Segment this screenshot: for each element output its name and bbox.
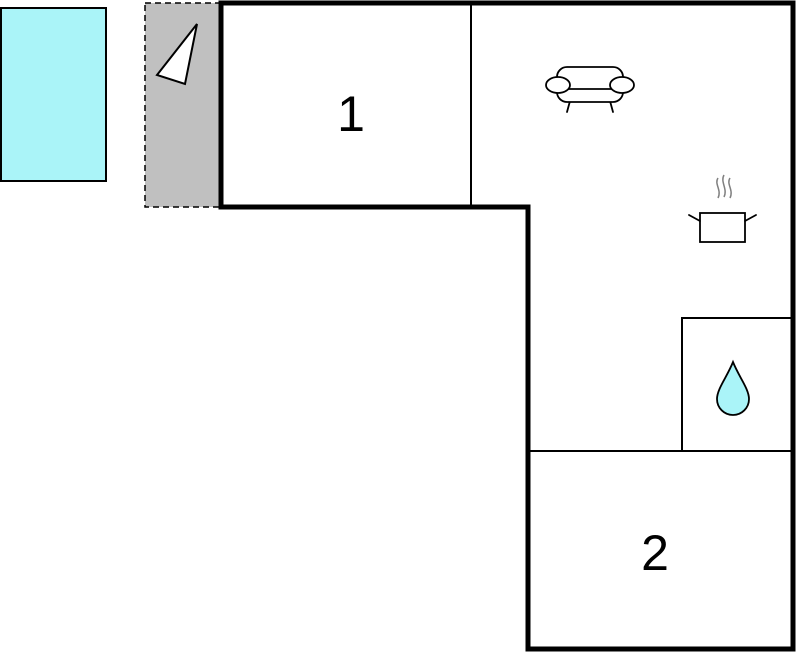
terrace-area (144, 2, 221, 208)
pool-icon (0, 7, 107, 182)
room-1-label: 1 (337, 86, 365, 142)
water-drop-icon (716, 359, 750, 416)
room-2-label: 2 (641, 525, 669, 581)
sun-lounger-icon (155, 23, 198, 86)
sofa-icon (545, 66, 635, 113)
inner-wall-bathroom (681, 317, 793, 451)
outer-wall (218, 0, 796, 652)
cooking-pot-icon (688, 174, 757, 243)
